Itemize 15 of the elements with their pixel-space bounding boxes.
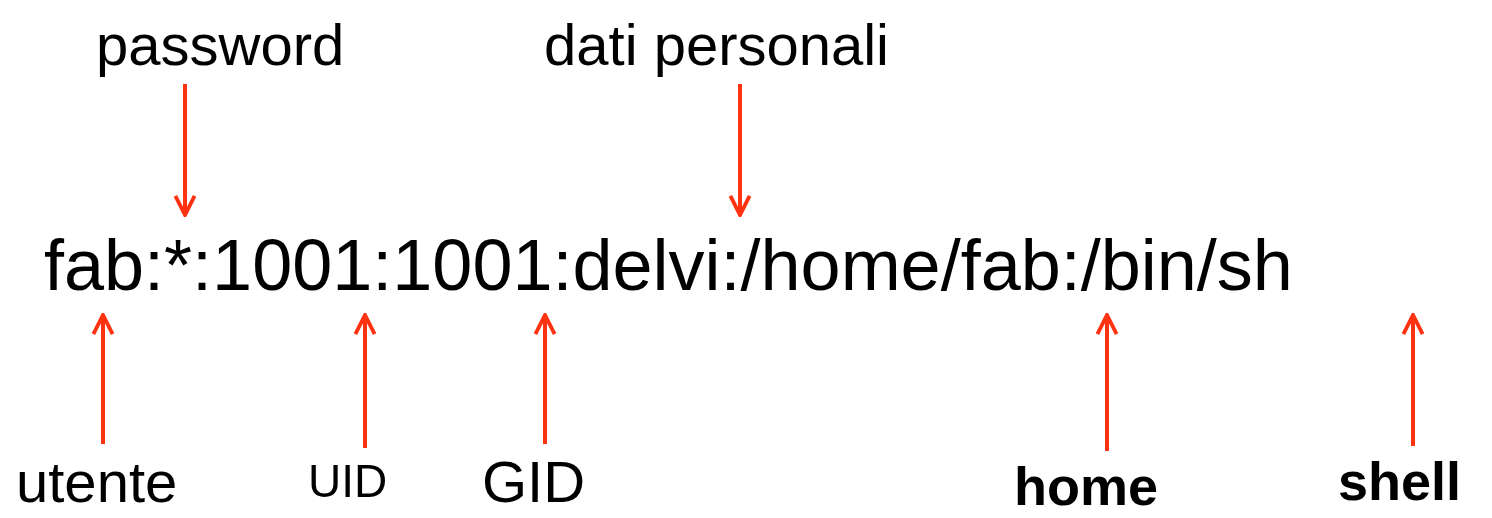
arrow	[91, 313, 115, 444]
arrow	[1095, 313, 1119, 451]
field-label: shell	[1338, 450, 1462, 512]
field-label: utente	[16, 448, 178, 516]
field-label: dati personali	[544, 10, 889, 80]
field-label: home	[1014, 455, 1159, 517]
field-label: UID	[308, 452, 388, 510]
arrow	[533, 313, 557, 444]
arrow	[728, 84, 752, 217]
field-label: password	[96, 10, 345, 80]
arrow	[173, 84, 197, 217]
passwd-entry-text: fab:*:1001:1001:delvi:/home/fab:/bin/sh	[44, 215, 1293, 315]
arrow	[353, 313, 377, 448]
arrow	[1401, 313, 1425, 446]
field-label: GID	[482, 448, 586, 516]
